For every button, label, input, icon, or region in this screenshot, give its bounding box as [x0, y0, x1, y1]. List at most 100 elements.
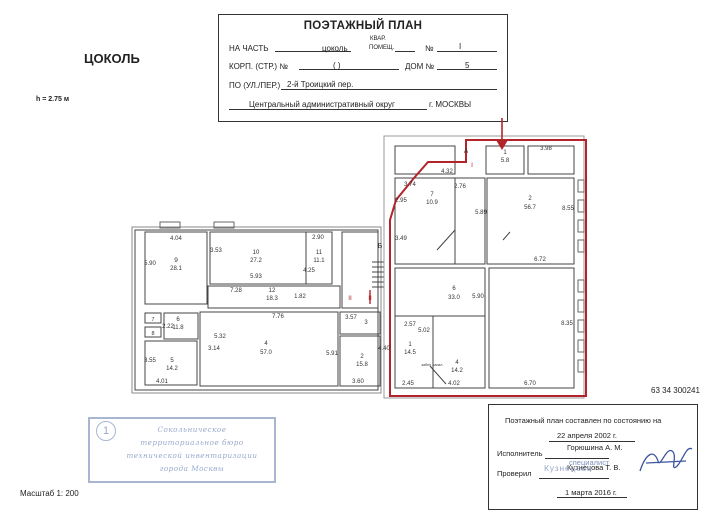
- r8-num: 8: [151, 331, 154, 337]
- r10-num: 10: [253, 250, 260, 256]
- underline-dom: [437, 69, 497, 70]
- r3-w: 3.57: [345, 315, 357, 321]
- door-mark: [502, 231, 511, 241]
- room-5-left: [144, 340, 198, 386]
- room-B: [341, 231, 379, 309]
- stamp-number: 1: [96, 421, 116, 441]
- r2r-num: 2: [528, 196, 532, 202]
- r12-num: 12: [269, 288, 276, 294]
- r12-area: 18.3: [266, 296, 278, 302]
- r1r-num: 1: [408, 342, 412, 348]
- part-I-boundary: [389, 139, 587, 397]
- label-kvar: КВАР.: [370, 36, 386, 42]
- room-6: [163, 312, 199, 340]
- room-B-label: Б: [378, 243, 383, 250]
- executor-line: [545, 458, 609, 459]
- r6r-num: 6: [452, 286, 456, 292]
- label-korp: КОРП. (СТР.) №: [229, 62, 288, 71]
- room-corridor-right: [454, 177, 486, 265]
- r9-num: 9: [174, 257, 178, 264]
- room-9: [144, 231, 208, 305]
- label-street: ПО (УЛ./ПЕР.): [229, 81, 281, 90]
- r6-w: 5.32: [214, 334, 226, 340]
- plan-title: ПОЭТАЖНЫЙ ПЛАН: [303, 20, 423, 32]
- r11-area: 11.1: [313, 258, 325, 264]
- r6-h: 2.22: [162, 324, 174, 330]
- blue-name-stamp: Кузнецова: [544, 463, 593, 473]
- value-city: г. МОСКВЫ: [429, 100, 472, 109]
- r2r-area: 56.7: [524, 205, 536, 211]
- r7r-h: 2.95: [395, 198, 407, 204]
- label-part: НА ЧАСТЬ: [229, 44, 269, 53]
- r2r-h: 8.55: [562, 206, 574, 212]
- room-3-98: [527, 145, 575, 175]
- red-label-II-2: II: [368, 295, 372, 302]
- r9-w: 4.04: [170, 236, 182, 242]
- r5a-num: 5: [170, 358, 174, 364]
- value-street: 2-й Троицкий пер.: [287, 80, 354, 89]
- value-part: цоколь: [322, 44, 348, 53]
- red-label-II: II: [348, 295, 352, 302]
- checker-line: [539, 478, 609, 479]
- r5a-h: 3.55: [144, 358, 156, 364]
- r4a-area: 57.0: [260, 350, 272, 356]
- r1r-area: 14.5: [404, 350, 416, 356]
- inventory-number: 63 34 300241: [651, 386, 700, 395]
- r1top-num: 1: [503, 150, 507, 156]
- stamp-line-2: территориальное бюро: [140, 438, 244, 447]
- r4a-h: 5.91: [326, 351, 338, 357]
- left-block-outer: [131, 226, 382, 394]
- r4a-w: 7.76: [272, 314, 284, 320]
- underline-part: [275, 51, 351, 52]
- r670: 6.70: [524, 381, 536, 387]
- floor-title: ЦОКОЛЬ: [84, 51, 140, 66]
- r10-w: 5.93: [250, 274, 262, 280]
- r276: 2.76: [454, 184, 466, 190]
- r4a-num: 4: [264, 341, 268, 347]
- info-date: 22 апреля 2002 г.: [557, 431, 617, 440]
- value-okrug: Центральный административный округ: [249, 100, 395, 109]
- r10-h: 3.53: [210, 248, 222, 254]
- underline-num: [437, 51, 497, 52]
- r2a-area: 15.8: [356, 362, 368, 368]
- r9-h: 5.90: [144, 261, 156, 267]
- r5a-area: 14.2: [166, 366, 178, 372]
- info-box: Поэтажный план составлен по состоянию на…: [488, 404, 698, 510]
- underline-okrug: [229, 109, 427, 110]
- check-date-line: [557, 497, 627, 498]
- room-large-right: [488, 267, 575, 389]
- checker-label: Проверил: [497, 469, 532, 478]
- room-1-top: [485, 145, 525, 175]
- r4r-area: 14.2: [451, 368, 463, 374]
- room-2-left: [339, 335, 381, 387]
- info-date-line: [549, 441, 635, 442]
- signature-icon: [639, 447, 693, 472]
- r9-area: 28.1: [170, 266, 182, 272]
- r7r-w: 3.74: [404, 182, 416, 188]
- diag-1: [436, 229, 456, 251]
- r2a-w: 3.60: [352, 379, 364, 385]
- r7r-area: 10.9: [426, 200, 438, 206]
- room-A-label: А: [464, 148, 469, 155]
- r5a-w: 4.01: [156, 379, 168, 385]
- value-num: I: [459, 42, 462, 51]
- r7-num: 7: [151, 317, 154, 323]
- r4r-num: 4: [455, 360, 459, 366]
- r6r-area: 33.0: [448, 295, 460, 301]
- value-korp: ( ): [333, 61, 341, 70]
- r2a-num: 2: [360, 354, 364, 360]
- r3-num: 3: [364, 320, 368, 326]
- ceiling-height: h = 2.75 м: [36, 96, 70, 103]
- underline-korp: [299, 69, 399, 70]
- entrance-arrow-head: [496, 140, 508, 150]
- r11-num: 11: [316, 250, 323, 256]
- r6r-h: 5.90: [472, 294, 484, 300]
- stamp-line-1: Сокольническое: [157, 425, 227, 434]
- r349: 3.49: [395, 236, 407, 242]
- room-11: [305, 231, 333, 285]
- r7r-num: 7: [430, 192, 434, 198]
- bti-stamp: Сокольническое территориальное бюро техн…: [88, 417, 276, 483]
- underline-kvar: [395, 51, 415, 52]
- r4a-w2: 3.14: [208, 346, 220, 352]
- label-dom: ДОМ №: [405, 62, 435, 71]
